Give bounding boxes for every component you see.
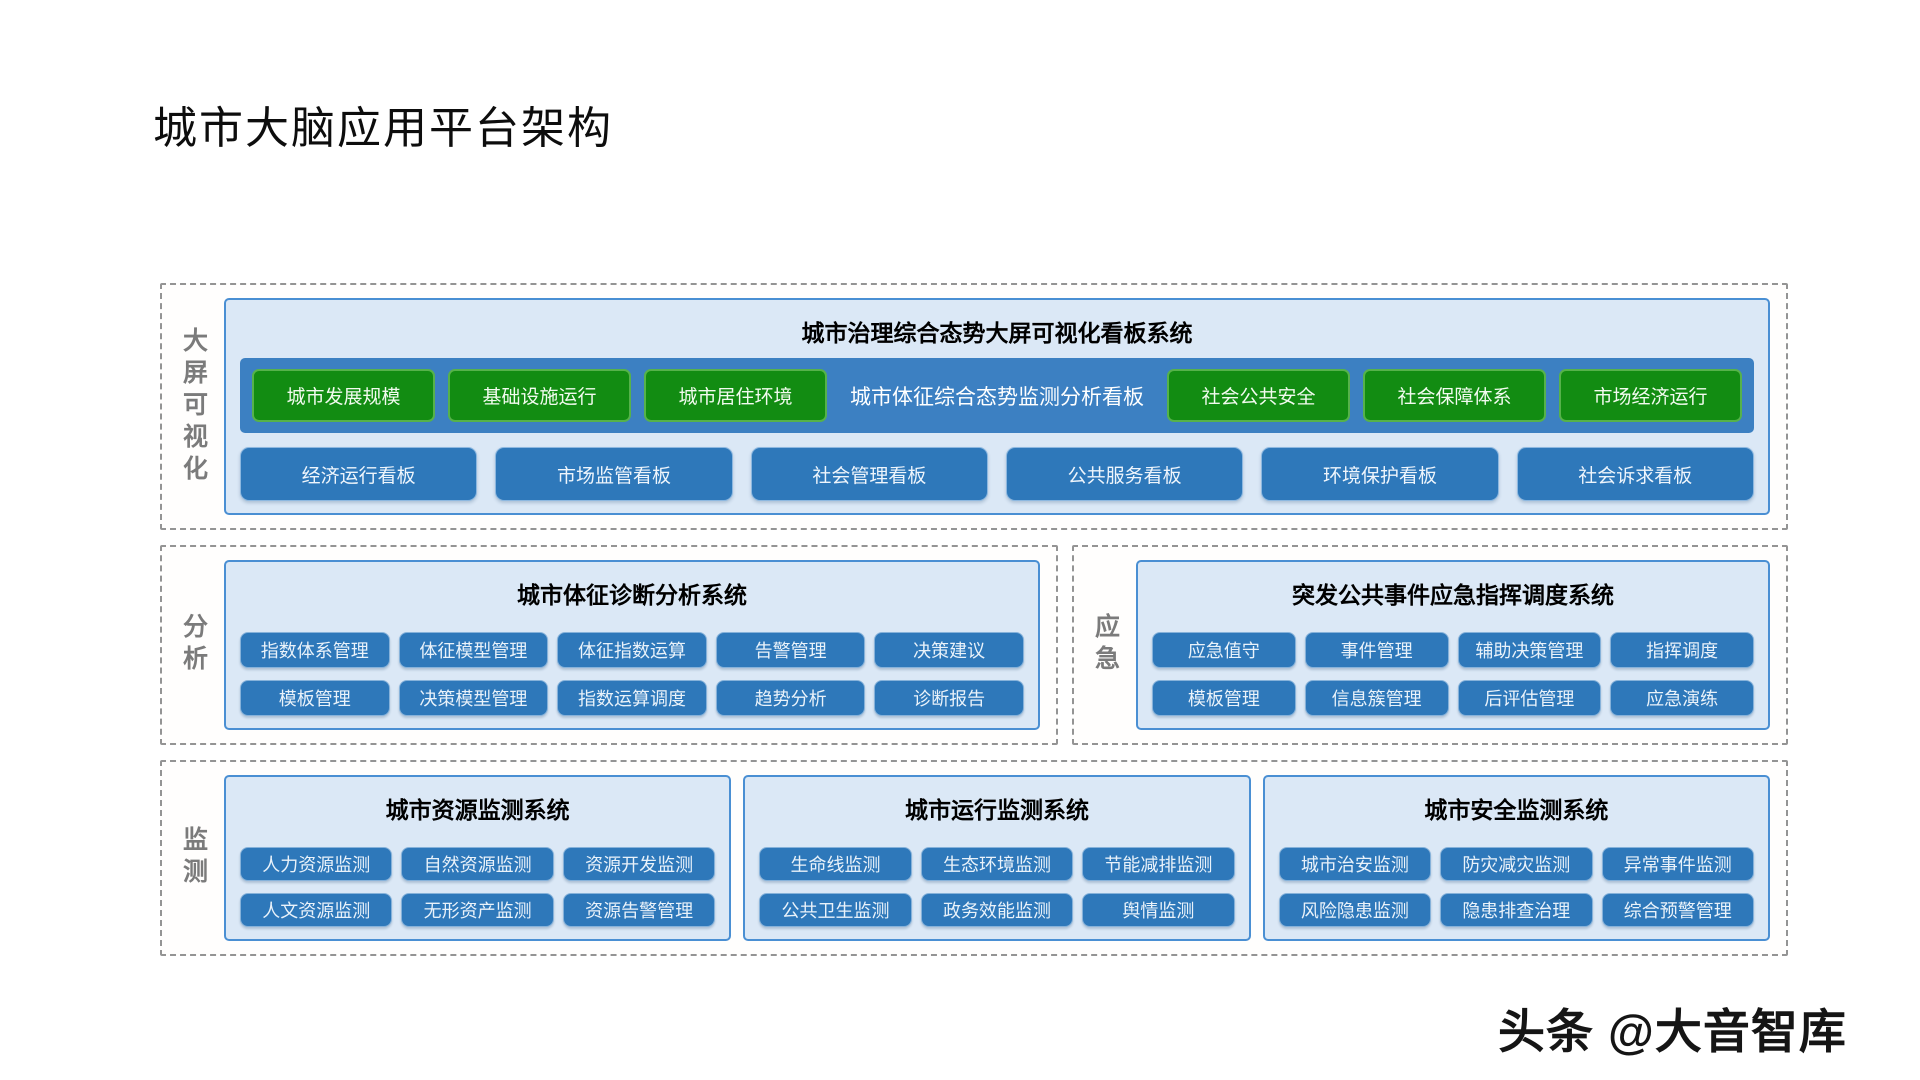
panel-title: 城市体征诊断分析系统 — [517, 582, 747, 608]
module-box: 辅助决策管理 — [1457, 632, 1602, 668]
section-label-text: 监测 — [179, 826, 208, 890]
kanban-green-bar: 城市发展规模 基础设施运行 城市居住环境 城市体征综合态势监测分析看板 社会公共… — [240, 358, 1754, 433]
resource-row-2: 人文资源监测 无形资产监测 资源告警管理 — [240, 893, 716, 927]
board-box: 环境保护看板 — [1261, 447, 1499, 501]
module-box: 体征指数运算 — [557, 632, 707, 668]
module-box: 事件管理 — [1304, 632, 1449, 668]
module-box: 风险隐患监测 — [1278, 893, 1432, 927]
operation-row-1: 生命线监测 生态环境监测 节能减排监测 — [759, 847, 1235, 881]
module-box: 生命线监测 — [759, 847, 912, 881]
section-emergency: 应急 突发公共事件应急指挥调度系统 应急值守 事件管理 辅助决策管理 指挥调度 … — [1072, 545, 1788, 745]
monitoring-panels: 城市资源监测系统 人力资源监测 自然资源监测 资源开发监测 人文资源监测 无形资… — [224, 775, 1770, 941]
analysis-row-2: 模板管理 决策模型管理 指数运算调度 趋势分析 诊断报告 — [240, 680, 1024, 716]
board-box: 市场监管看板 — [495, 447, 733, 501]
module-box: 指挥调度 — [1610, 632, 1754, 668]
panel-resource-monitoring: 城市资源监测系统 人力资源监测 自然资源监测 资源开发监测 人文资源监测 无形资… — [224, 775, 732, 941]
emergency-row-2: 模板管理 信息簇管理 后评估管理 应急演练 — [1152, 680, 1754, 716]
module-box: 趋势分析 — [715, 680, 866, 716]
section-label-analysis: 分析 — [162, 547, 224, 743]
section-label-visualization: 大屏可视化 — [162, 285, 224, 528]
analysis-row-1: 指数体系管理 体征模型管理 体征指数运算 告警管理 决策建议 — [240, 632, 1024, 668]
module-box: 决策模型管理 — [398, 680, 549, 716]
module-box: 后评估管理 — [1457, 680, 1602, 716]
module-box: 体征模型管理 — [398, 632, 549, 668]
green-box: 市场经济运行 — [1559, 369, 1742, 422]
panel-operation-monitoring: 城市运行监测系统 生命线监测 生态环境监测 节能减排监测 公共卫生监测 政务效能… — [743, 775, 1251, 941]
module-box: 生态环境监测 — [920, 847, 1074, 881]
panel-emergency-system: 突发公共事件应急指挥调度系统 应急值守 事件管理 辅助决策管理 指挥调度 模板管… — [1136, 560, 1770, 730]
module-box: 模板管理 — [240, 680, 390, 716]
module-box: 自然资源监测 — [401, 847, 554, 881]
module-box: 诊断报告 — [874, 680, 1024, 716]
module-box: 异常事件监测 — [1601, 847, 1754, 881]
module-box: 隐患排查治理 — [1440, 893, 1593, 927]
panel-title: 城市安全监测系统 — [1424, 797, 1609, 823]
section-label-text: 大屏可视化 — [179, 326, 208, 487]
green-box: 城市居住环境 — [644, 369, 827, 422]
module-box: 资源告警管理 — [562, 893, 716, 927]
module-box: 综合预警管理 — [1601, 893, 1754, 927]
green-box: 城市发展规模 — [252, 369, 435, 422]
module-box: 城市治安监测 — [1278, 847, 1432, 881]
panel-title: 突发公共事件应急指挥调度系统 — [1292, 582, 1614, 608]
module-box: 告警管理 — [715, 632, 866, 668]
resource-row-1: 人力资源监测 自然资源监测 资源开发监测 — [240, 847, 716, 881]
green-box: 社会保障体系 — [1363, 369, 1546, 422]
module-box: 模板管理 — [1152, 680, 1296, 716]
page-title: 城市大脑应用平台架构 — [153, 104, 613, 153]
module-box: 节能减排监测 — [1082, 847, 1235, 881]
boards-row: 经济运行看板 市场监管看板 社会管理看板 公共服务看板 环境保护看板 社会诉求看… — [240, 447, 1754, 501]
panel-title: 城市资源监测系统 — [385, 797, 570, 823]
module-box: 防灾减灾监测 — [1440, 847, 1593, 881]
bar-center-title: 城市体征综合态势监测分析看板 — [850, 385, 1144, 409]
panel-safety-monitoring: 城市安全监测系统 城市治安监测 防灾减灾监测 异常事件监测 风险隐患监测 隐患排… — [1262, 775, 1770, 941]
module-box: 舆情监测 — [1082, 893, 1235, 927]
section-label-emergency: 应急 — [1074, 547, 1136, 743]
module-box: 人文资源监测 — [240, 893, 393, 927]
board-box: 社会管理看板 — [750, 447, 988, 501]
board-box: 经济运行看板 — [240, 447, 478, 501]
green-box: 社会公共安全 — [1167, 369, 1350, 422]
section-analysis: 分析 城市体征诊断分析系统 指数体系管理 体征模型管理 体征指数运算 告警管理 … — [160, 545, 1058, 745]
green-box: 基础设施运行 — [448, 369, 631, 422]
section-label-text: 分析 — [179, 613, 208, 677]
module-box: 应急值守 — [1152, 632, 1296, 668]
panel-visualization-system: 城市治理综合态势大屏可视化看板系统 城市发展规模 基础设施运行 城市居住环境 城… — [224, 298, 1770, 515]
board-box: 公共服务看板 — [1005, 447, 1244, 501]
module-box: 决策建议 — [874, 632, 1024, 668]
module-box: 资源开发监测 — [562, 847, 716, 881]
panel-title: 城市治理综合态势大屏可视化看板系统 — [801, 320, 1193, 346]
operation-row-2: 公共卫生监测 政务效能监测 舆情监测 — [759, 893, 1235, 927]
section-label-text: 应急 — [1091, 613, 1120, 677]
module-box: 人力资源监测 — [240, 847, 393, 881]
watermark-toutiao: 头条 @大音智库 — [1498, 1005, 1847, 1058]
safety-row-1: 城市治安监测 防灾减灾监测 异常事件监测 — [1278, 847, 1754, 881]
section-label-monitoring: 监测 — [162, 762, 224, 954]
module-box: 无形资产监测 — [401, 893, 554, 927]
panel-analysis-system: 城市体征诊断分析系统 指数体系管理 体征模型管理 体征指数运算 告警管理 决策建… — [224, 560, 1040, 730]
section-monitoring: 监测 城市资源监测系统 人力资源监测 自然资源监测 资源开发监测 人文资源监测 … — [160, 760, 1788, 956]
safety-row-2: 风险隐患监测 隐患排查治理 综合预警管理 — [1278, 893, 1754, 927]
module-box: 政务效能监测 — [920, 893, 1074, 927]
module-box: 指数体系管理 — [240, 632, 390, 668]
module-box: 信息簇管理 — [1304, 680, 1449, 716]
module-box: 应急演练 — [1610, 680, 1754, 716]
module-box: 公共卫生监测 — [759, 893, 912, 927]
module-box: 指数运算调度 — [557, 680, 707, 716]
emergency-row-1: 应急值守 事件管理 辅助决策管理 指挥调度 — [1152, 632, 1754, 668]
board-box: 社会诉求看板 — [1516, 447, 1754, 501]
section-visualization: 大屏可视化 城市治理综合态势大屏可视化看板系统 城市发展规模 基础设施运行 城市… — [160, 283, 1788, 530]
panel-title: 城市运行监测系统 — [904, 797, 1089, 823]
